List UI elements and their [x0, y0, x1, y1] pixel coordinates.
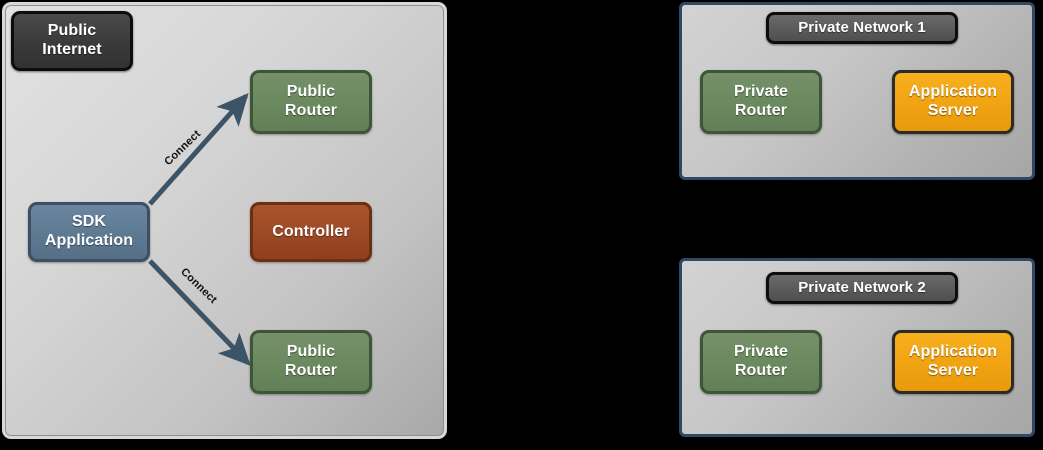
- public-internet-label: Public Internet: [11, 11, 133, 71]
- node-public-router-top[interactable]: Public Router: [250, 70, 372, 134]
- node-controller[interactable]: Controller: [250, 202, 372, 262]
- node-private-router-1[interactable]: Private Router: [700, 70, 822, 134]
- private-network-1-label: Private Network 1: [766, 12, 958, 44]
- node-private-router-2[interactable]: Private Router: [700, 330, 822, 394]
- node-sdk-application[interactable]: SDK Application: [28, 202, 150, 262]
- node-public-router-bottom[interactable]: Public Router: [250, 330, 372, 394]
- private-network-2-label: Private Network 2: [766, 272, 958, 304]
- node-application-server-1[interactable]: Application Server: [892, 70, 1014, 134]
- node-application-server-2[interactable]: Application Server: [892, 330, 1014, 394]
